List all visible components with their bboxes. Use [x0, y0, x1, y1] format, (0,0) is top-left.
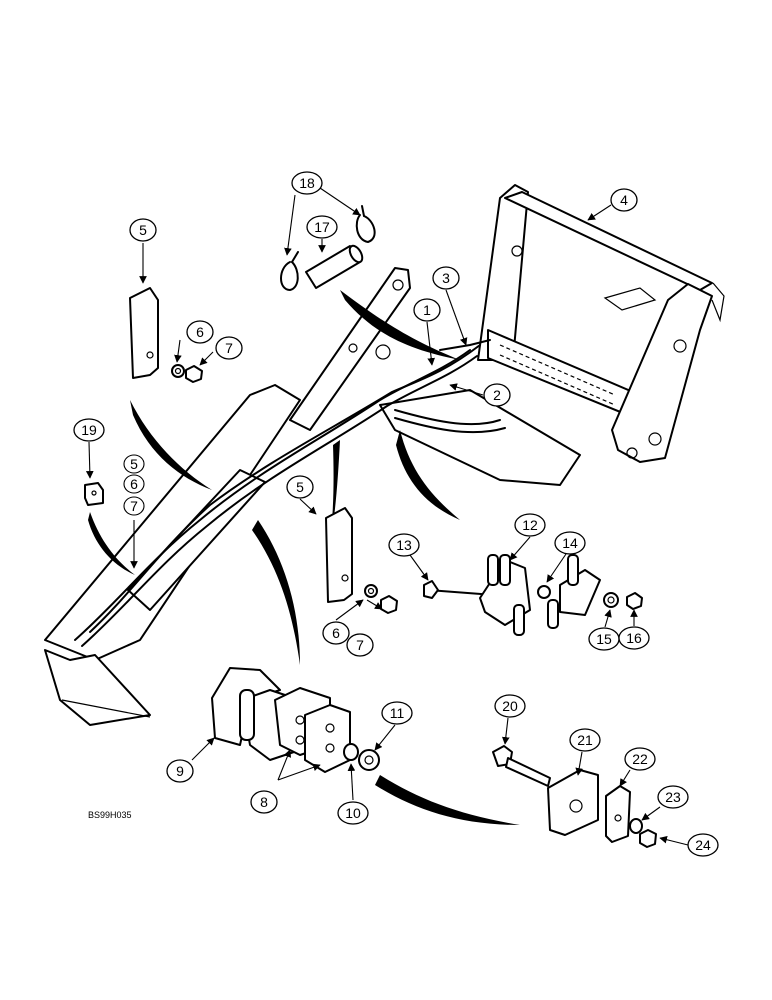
svg-text:23: 23 [665, 789, 681, 805]
svg-text:21: 21 [577, 732, 593, 748]
callout-1: 1 [413, 298, 441, 322]
callout-7-upper: 7 [215, 336, 243, 360]
svg-text:16: 16 [626, 630, 642, 646]
callout-12: 12 [514, 513, 546, 537]
callout-21: 21 [569, 728, 601, 752]
callout-4: 4 [610, 188, 638, 212]
svg-text:4: 4 [620, 192, 628, 208]
svg-text:17: 17 [314, 219, 330, 235]
svg-text:5: 5 [139, 222, 147, 238]
svg-text:9: 9 [176, 763, 184, 779]
svg-text:11: 11 [390, 705, 405, 721]
washer-nut-upper [171, 364, 203, 383]
callout-8: 8 [250, 790, 278, 814]
callout-14: 14 [554, 531, 586, 555]
clamp-plate-upper [129, 287, 159, 379]
loader-boom [44, 267, 581, 726]
svg-text:19: 19 [81, 422, 97, 438]
callout-24: 24 [687, 833, 719, 857]
callout-10: 10 [337, 801, 369, 825]
svg-text:8: 8 [260, 794, 268, 810]
callout-15: 15 [588, 627, 620, 651]
svg-text:6: 6 [130, 476, 138, 492]
svg-text:24: 24 [695, 837, 711, 853]
svg-text:6: 6 [332, 625, 340, 641]
callout-2: 2 [483, 383, 511, 407]
svg-text:2: 2 [493, 387, 501, 403]
callout-6-middle: 6 [322, 621, 350, 645]
callout-3: 3 [432, 266, 460, 290]
svg-text:5: 5 [130, 456, 138, 472]
callout-13: 13 [388, 533, 420, 557]
svg-text:14: 14 [562, 535, 578, 551]
callout-17: 17 [306, 215, 338, 239]
svg-text:7: 7 [225, 340, 233, 356]
clamp-assembly-middle [423, 554, 643, 636]
svg-text:20: 20 [502, 698, 518, 714]
hydraulic-lines [74, 339, 506, 647]
callout-16: 16 [618, 626, 650, 650]
callout-22: 22 [624, 747, 656, 771]
callout-23: 23 [657, 785, 689, 809]
svg-text:10: 10 [345, 805, 361, 821]
svg-text:15: 15 [596, 631, 612, 647]
svg-text:5: 5 [296, 479, 304, 495]
callout-stack-5-6-7: 5 6 7 [123, 454, 145, 516]
svg-text:22: 22 [632, 751, 648, 767]
leader-lines [85, 187, 689, 846]
svg-text:6: 6 [196, 324, 204, 340]
callout-6-upper: 6 [186, 320, 214, 344]
callout-19: 19 [73, 418, 105, 442]
callout-20: 20 [494, 694, 526, 718]
svg-text:7: 7 [130, 498, 138, 514]
callout-7-middle: 7 [346, 633, 374, 657]
pivot-pin [305, 244, 364, 289]
svg-text:3: 3 [442, 270, 450, 286]
clamp-assembly-lower [211, 667, 380, 773]
clamp-plate-middle [325, 507, 353, 603]
svg-text:1: 1 [423, 302, 431, 318]
callout-9: 9 [166, 759, 194, 783]
figure-code: BS99H035 [88, 810, 132, 820]
washer-nut-middle [364, 584, 398, 614]
spacer-block [84, 482, 104, 506]
svg-text:12: 12 [522, 517, 538, 533]
loader-frame [477, 184, 725, 463]
callout-11: 11 [381, 701, 413, 725]
callout-5-upper: 5 [129, 218, 157, 242]
lynch-clips [280, 205, 376, 291]
callout-5-middle: 5 [286, 475, 314, 499]
bolt-plate-assembly [492, 745, 657, 848]
callout-18: 18 [291, 171, 323, 195]
svg-text:18: 18 [299, 175, 315, 191]
svg-text:13: 13 [396, 537, 412, 553]
svg-text:7: 7 [356, 637, 364, 653]
